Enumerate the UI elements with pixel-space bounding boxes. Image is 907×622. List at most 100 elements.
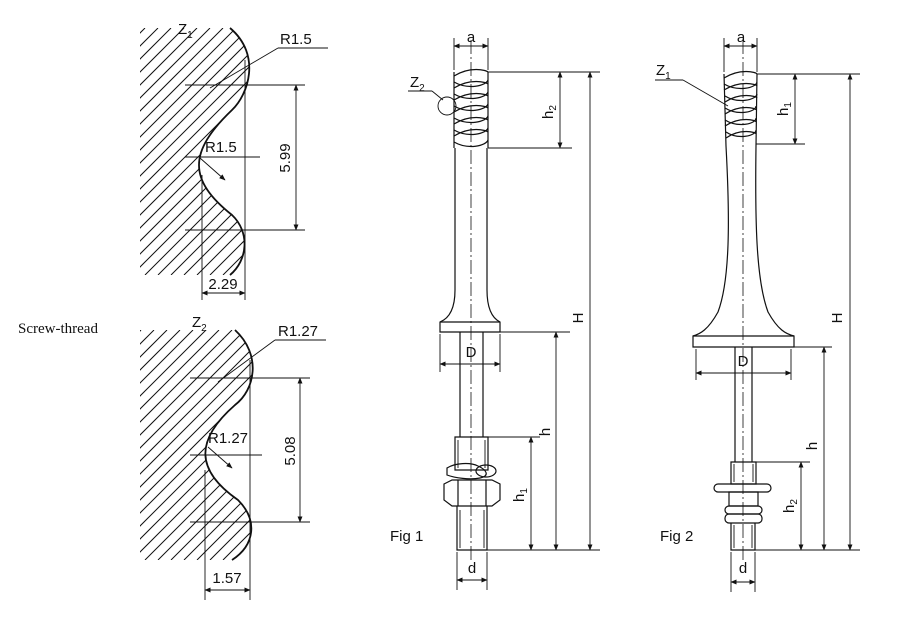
hatch-line (392, 28, 639, 275)
hatch-line (405, 28, 652, 275)
profile-z2-hatching (0, 330, 648, 560)
hatch-line (392, 330, 622, 560)
hatch-line (140, 330, 253, 560)
hatch-line (144, 28, 250, 275)
fig2-dim-a: a (737, 29, 746, 46)
hatch-line (140, 330, 246, 560)
hatch-line (366, 28, 613, 275)
hatch-line (140, 330, 194, 560)
fig1-dim-D: D (466, 344, 477, 361)
hatch-line (222, 330, 253, 560)
hatch-line (140, 330, 253, 560)
hatch-line (222, 28, 250, 275)
fig2-thread-label: Z1 (656, 62, 671, 82)
hatch-line (366, 330, 596, 560)
hatch-line (314, 28, 561, 275)
hatch-line (140, 330, 142, 560)
fig2-thread (723, 70, 758, 147)
profile-z1-outer-radius: R1.5 (280, 31, 312, 48)
hatch-line (405, 330, 635, 560)
hatch-line (140, 28, 159, 275)
hatch-line (140, 28, 250, 275)
hatch-line (0, 28, 132, 275)
fig2-dim-D: D (738, 353, 749, 370)
fig1-thread (437, 68, 489, 148)
hatch-line (340, 28, 587, 275)
hatch-line (0, 330, 102, 560)
hatch-line (170, 28, 250, 275)
hatch-line (157, 330, 253, 560)
hatch-line (353, 330, 583, 560)
fig1-dim-h: h (537, 428, 554, 436)
hatch-line (140, 28, 250, 275)
hatch-line (301, 28, 548, 275)
hatch-line (379, 28, 626, 275)
fig1-dim-H: H (570, 313, 587, 324)
hatch-line (140, 28, 250, 275)
hatch-line (140, 28, 172, 275)
profile-z2: Z2 5.08 1.57 R1.27 R1.27 (0, 314, 648, 600)
hatch-line (140, 28, 198, 275)
hatch-line (0, 330, 115, 560)
hatch-line (140, 330, 253, 560)
hatch-line (140, 330, 181, 560)
profile-z1-inner-radius: R1.5 (205, 139, 237, 156)
hatch-line (140, 330, 253, 560)
hatch-line (262, 28, 509, 275)
hatch-line (140, 28, 211, 275)
fig2-drawing: a Z1 h1 H D h h2 (655, 29, 860, 592)
hatch-line (0, 330, 50, 560)
hatch-line (301, 330, 531, 560)
fig2-dim-h2: h2 (781, 499, 800, 513)
hatch-line (275, 330, 505, 560)
hatch-line (0, 330, 89, 560)
hatch-line (140, 330, 168, 560)
fig1-dim-h2: h2 (540, 105, 559, 119)
profile-z1: Z1 5.99 2.29 R1.5 R1.5 (0, 21, 652, 300)
hatch-line (0, 330, 128, 560)
profile-z1-depth: 2.29 (208, 276, 237, 293)
fig1-caption: Fig 1 (390, 528, 423, 545)
hatch-line (140, 330, 155, 560)
profile-z1-hatching (0, 28, 652, 275)
fig2-caption: Fig 2 (660, 528, 693, 545)
fig1-dim-d: d (468, 560, 476, 577)
hatch-line (140, 330, 207, 560)
profile-z1-title: Z1 (178, 21, 193, 41)
screw-thread-caption: Screw-thread (18, 321, 98, 337)
hatch-line (0, 330, 63, 560)
hatch-line (418, 330, 648, 560)
hatch-line (288, 28, 535, 275)
hatch-line (0, 28, 119, 275)
profile-z2-pitch: 5.08 (282, 436, 299, 465)
fig1-thread-label: Z2 (410, 74, 425, 94)
hatch-line (140, 28, 250, 275)
hatch-line (140, 28, 146, 275)
hatch-line (196, 28, 250, 275)
hatch-line (235, 330, 253, 560)
fig2-dim-h: h (804, 442, 821, 450)
hatch-line (140, 28, 224, 275)
profile-z1-pitch: 5.99 (277, 143, 294, 172)
fig2-dim-H: H (829, 313, 846, 324)
hatch-line (327, 330, 557, 560)
hatch-line (140, 28, 250, 275)
hatch-line (314, 330, 544, 560)
hatch-line (183, 28, 250, 275)
hatch-line (0, 330, 76, 560)
hatch-line (140, 28, 250, 275)
hatch-line (0, 28, 67, 275)
fig2-dim-h1: h1 (775, 102, 794, 116)
profile-z2-inner-radius: R1.27 (208, 430, 248, 447)
hatch-line (140, 28, 237, 275)
fig2-dim-d: d (739, 560, 747, 577)
profile-z2-title: Z2 (192, 314, 207, 334)
hatch-line (140, 28, 250, 275)
hatch-line (0, 28, 80, 275)
hatch-line (140, 28, 250, 275)
hatch-line (140, 330, 253, 560)
hatch-line (353, 28, 600, 275)
hatch-line (140, 330, 233, 560)
profile-z2-contour (204, 329, 254, 561)
